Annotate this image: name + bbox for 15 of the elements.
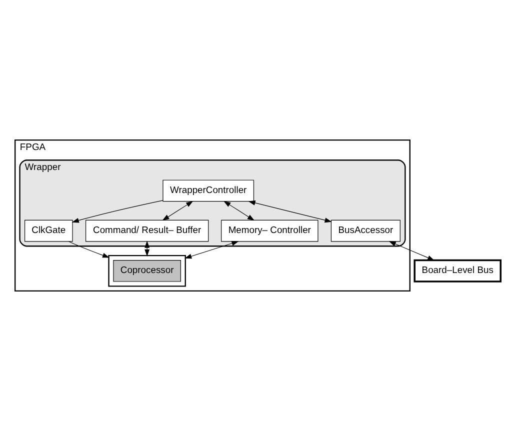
arrow [184, 240, 239, 258]
node-box: WrapperController [162, 179, 254, 202]
node-box: Coprocessor [113, 260, 181, 282]
cluster [108, 254, 186, 286]
arrow [162, 200, 194, 220]
arrow [68, 240, 110, 258]
node-box: BusAccessor [330, 219, 400, 242]
node-box: Command/ Result– Buffer [86, 219, 209, 242]
node-box: Memory– Controller [221, 219, 318, 242]
arrow [72, 200, 164, 222]
arrow [388, 240, 435, 260]
arrow [224, 200, 255, 220]
node-box: Board–Level Bus [414, 258, 502, 282]
node-box: ClkGate [24, 219, 73, 242]
arrow [248, 200, 332, 222]
